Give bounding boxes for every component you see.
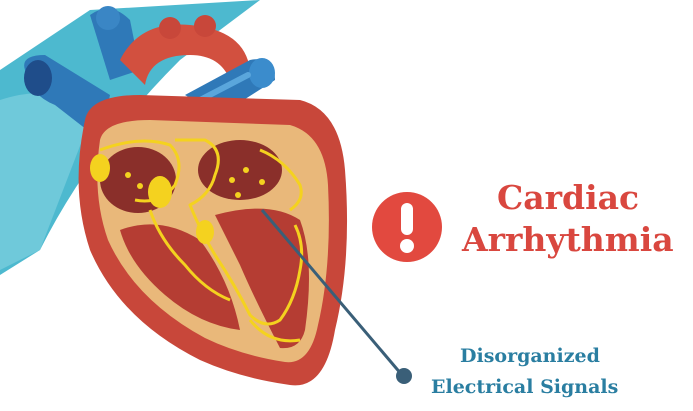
- callout-line-1: Disorganized: [460, 345, 600, 367]
- title-line-2: Arrhythmia: [462, 222, 674, 258]
- exclamation-icon: [370, 190, 444, 264]
- left-atrium: [198, 140, 282, 200]
- pulmonary-opening: [249, 58, 275, 88]
- top-blue-vessel-end: [96, 6, 120, 30]
- aortic-branch-2: [194, 15, 216, 37]
- pointer-dot: [396, 368, 412, 384]
- aortic-branch-1: [159, 17, 181, 39]
- title-line-1: Cardiac: [497, 180, 639, 216]
- left-vessel-opening: [24, 60, 52, 96]
- callout-line-2: Electrical Signals: [431, 376, 618, 398]
